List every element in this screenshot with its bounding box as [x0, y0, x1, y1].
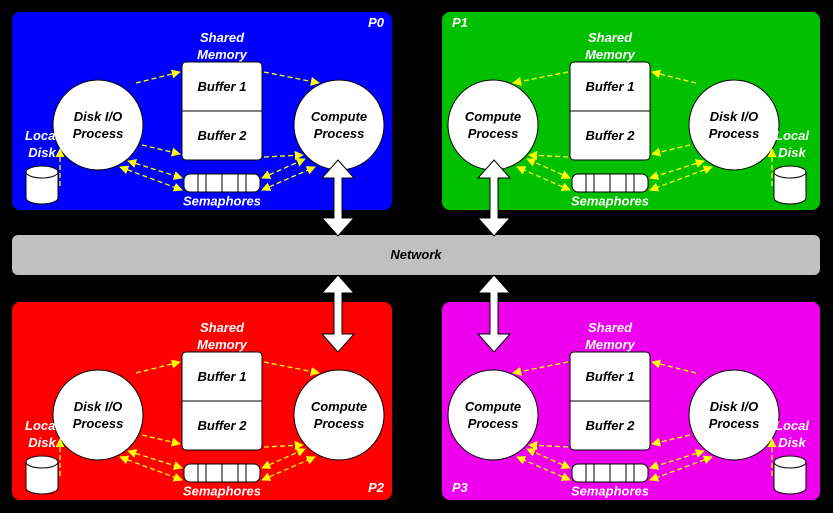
- buffer-2-label: Buffer 2: [198, 128, 248, 143]
- network-link-p3: [476, 274, 512, 353]
- local-disk-top: [25, 455, 59, 469]
- node-label: P2: [368, 480, 385, 495]
- node-label: P0: [368, 15, 385, 30]
- semaphores-label: Semaphores: [571, 194, 649, 209]
- arrow-diskio-semaphores-2: [649, 165, 713, 192]
- network-link-p1: [476, 159, 512, 237]
- buffer-1-label: Buffer 1: [198, 79, 247, 94]
- compute-process: [447, 369, 539, 461]
- arrow-buffer1-compute: [512, 361, 569, 376]
- arrow-semaphores-compute-2: [516, 456, 571, 481]
- disk-io-process: [52, 79, 144, 171]
- network-bar: Network: [12, 235, 820, 275]
- network-link-p2: [320, 274, 356, 353]
- arrow-buffer2-compute: [263, 440, 304, 450]
- semaphores-label: Semaphores: [183, 194, 261, 209]
- compute-process: [293, 369, 385, 461]
- buffer-1-label: Buffer 1: [586, 79, 635, 94]
- arrow-semaphores-compute-2: [261, 456, 316, 481]
- local-disk-top: [773, 165, 807, 179]
- arrow-diskio-semaphores-2: [119, 455, 183, 482]
- buffer-1-label: Buffer 1: [586, 369, 635, 384]
- network-label: Network: [390, 247, 442, 262]
- arrow-buffer2-compute: [528, 440, 569, 450]
- local-disk-cylinder: [25, 171, 59, 205]
- arrow-semaphores-compute-2: [516, 166, 571, 191]
- local-disk-top: [25, 165, 59, 179]
- local-disk-cylinder: [773, 461, 807, 495]
- arrow-buffer1-compute: [263, 361, 320, 376]
- arrow-diskio-buffer2: [651, 434, 691, 447]
- semaphores-label: Semaphores: [183, 484, 261, 499]
- arrow-buffer1-compute: [512, 71, 569, 86]
- arrow-diskio-semaphores-2: [649, 455, 713, 482]
- disk-io-process: [688, 369, 780, 461]
- disk-io-process: [688, 79, 780, 171]
- buffer-2-label: Buffer 2: [198, 418, 248, 433]
- buffer-2-label: Buffer 2: [586, 128, 636, 143]
- arrow-diskio-semaphores-2: [119, 165, 183, 192]
- buffer-2-label: Buffer 2: [586, 418, 636, 433]
- arrow-diskio-buffer2: [141, 434, 181, 447]
- node-label: P3: [452, 480, 469, 495]
- arrow-diskio-buffer2: [651, 144, 691, 157]
- local-disk-cylinder: [773, 171, 807, 205]
- network-link-p0: [320, 159, 356, 237]
- local-disk-cylinder: [25, 461, 59, 495]
- buffer-1-label: Buffer 1: [198, 369, 247, 384]
- arrow-semaphores-compute-2: [261, 166, 316, 191]
- arrow-diskio-buffer2: [141, 144, 181, 157]
- local-disk-top: [773, 455, 807, 469]
- arrow-buffer2-compute: [528, 150, 569, 160]
- arrow-buffer1-compute: [263, 71, 320, 86]
- compute-process: [447, 79, 539, 171]
- arrow-buffer2-compute: [263, 150, 304, 160]
- node-label: P1: [452, 15, 468, 30]
- compute-process: [293, 79, 385, 171]
- disk-io-process: [52, 369, 144, 461]
- semaphores-label: Semaphores: [571, 484, 649, 499]
